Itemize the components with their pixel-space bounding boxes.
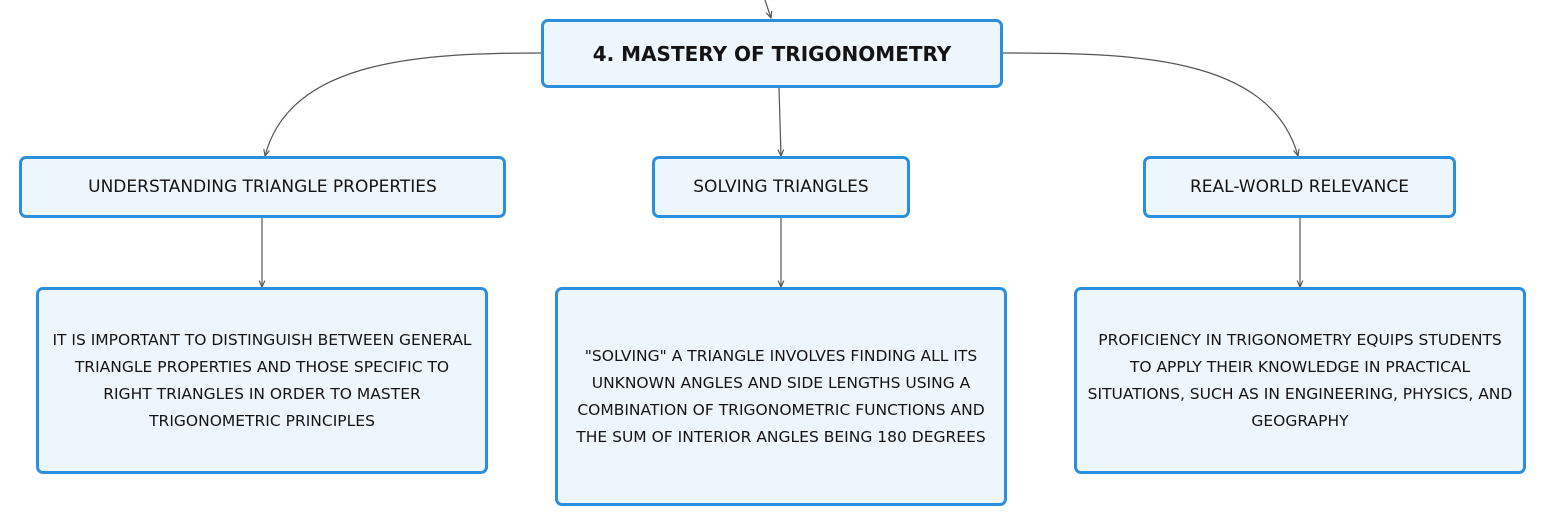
connector-root-to-understanding (265, 52, 542, 156)
detail-node-understanding-triangle-properties[interactable]: IT IS IMPORTANT TO DISTINGUISH BETWEEN G… (36, 287, 488, 474)
branch-node-label: SOLVING TRIANGLES (693, 177, 869, 197)
branch-node-real-world-relevance[interactable]: REAL-WORLD RELEVANCE (1143, 156, 1456, 218)
connector-root-to-relevance (1002, 52, 1298, 156)
branch-node-label: UNDERSTANDING TRIANGLE PROPERTIES (88, 177, 437, 197)
branch-node-understanding-triangle-properties[interactable]: UNDERSTANDING TRIANGLE PROPERTIES (19, 156, 506, 218)
root-node-label: 4. MASTERY OF TRIGONOMETRY (592, 41, 952, 66)
connector-root-to-solving (779, 87, 781, 156)
detail-node-text: IT IS IMPORTANT TO DISTINGUISH BETWEEN G… (52, 330, 472, 430)
detail-node-solving-triangles[interactable]: "SOLVING" A TRIANGLE INVOLVES FINDING AL… (555, 287, 1007, 506)
root-node[interactable]: 4. MASTERY OF TRIGONOMETRY (541, 19, 1003, 88)
branch-node-label: REAL-WORLD RELEVANCE (1189, 177, 1410, 197)
branch-node-solving-triangles[interactable]: SOLVING TRIANGLES (652, 156, 910, 218)
incoming-connector (764, 0, 771, 18)
detail-node-text: "SOLVING" A TRIANGLE INVOLVES FINDING AL… (576, 346, 986, 446)
detail-node-text: PROFICIENCY IN TRIGONOMETRY EQUIPS STUDE… (1087, 330, 1513, 430)
detail-node-real-world-relevance[interactable]: PROFICIENCY IN TRIGONOMETRY EQUIPS STUDE… (1074, 287, 1526, 474)
